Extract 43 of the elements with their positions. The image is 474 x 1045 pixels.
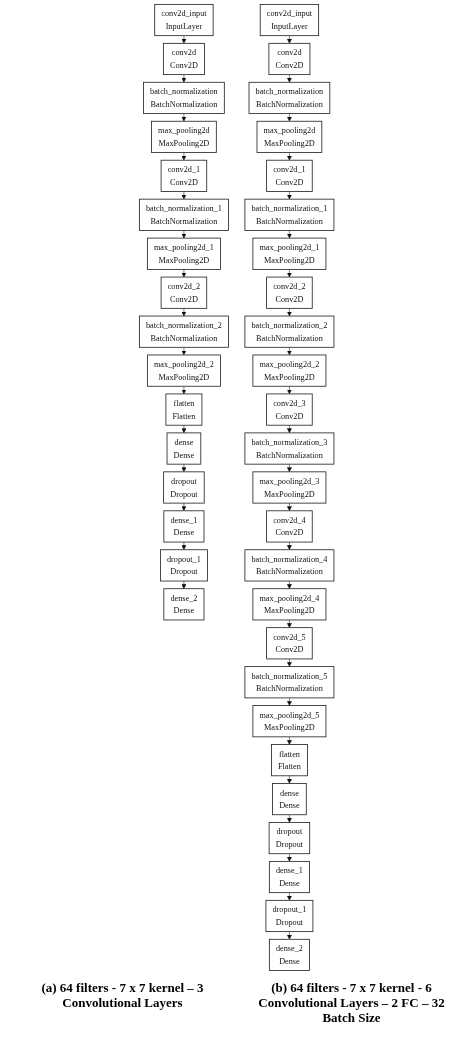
node-box: conv2d_2 Conv2D: [266, 276, 313, 309]
node-box: conv2d_3 Conv2D: [266, 393, 313, 426]
node-box: dropout Dropout: [269, 822, 311, 855]
node-box: conv2d_input InputLayer: [260, 3, 320, 37]
node-box: max_pooling2d_5 MaxPooling2D: [252, 705, 327, 738]
node-box: batch_normalization_2 BatchNormalization: [244, 315, 335, 348]
node-box: batch_normalization_5 BatchNormalization: [244, 666, 335, 699]
node-box: conv2d Conv2D: [268, 42, 311, 76]
node-box: max_pooling2d_2 MaxPooling2D: [252, 354, 327, 387]
node-box: dropout_1 Dropout: [265, 899, 314, 932]
node-box: batch_normalization_1 BatchNormalization: [139, 198, 230, 231]
node-box: conv2d_1 Conv2D: [266, 159, 313, 192]
node-box: dropout Dropout: [163, 471, 205, 504]
node-box: max_pooling2d_2 MaxPooling2D: [147, 354, 222, 387]
node-box: dense_2 Dense: [163, 588, 205, 621]
node-box: max_pooling2d_4 MaxPooling2D: [252, 588, 327, 621]
node-box: conv2d_5 Conv2D: [266, 627, 313, 660]
node-box: batch_normalization BatchNormalization: [248, 81, 331, 114]
node-box: conv2d_input InputLayer: [154, 3, 214, 37]
node-box: dropout_1 Dropout: [160, 549, 209, 582]
node-box: dense_1 Dense: [163, 510, 205, 543]
node-box: batch_normalization BatchNormalization: [143, 81, 226, 114]
node-box: max_pooling2d MaxPooling2D: [256, 120, 323, 153]
node-box: batch_normalization_4 BatchNormalization: [244, 549, 335, 582]
caption: (b) 64 filters - 7 x 7 kernel - 6 Convolutional Layers – 2 FC – 32 Batch Size: [257, 981, 446, 1026]
node-box: max_pooling2d_1 MaxPooling2D: [147, 237, 222, 270]
node-box: batch_normalization_3 BatchNormalization: [244, 432, 335, 465]
node-box: dense Dense: [166, 432, 202, 465]
node-box: max_pooling2d_3 MaxPooling2D: [252, 471, 327, 504]
node-box: flatten Flatten: [271, 744, 309, 777]
node-box: conv2d_1 Conv2D: [161, 159, 208, 192]
caption: (a) 64 filters - 7 x 7 kernel – 3 Convolutional Layers: [40, 981, 205, 1012]
node-box: dense_1 Dense: [269, 860, 311, 894]
node-box: conv2d_4 Conv2D: [266, 510, 313, 543]
node-box: dense_2 Dense: [269, 938, 311, 971]
node-box: batch_normalization_2 BatchNormalization: [139, 315, 230, 348]
node-box: conv2d_2 Conv2D: [161, 276, 208, 309]
node-box: flatten Flatten: [165, 393, 203, 426]
node-box: max_pooling2d MaxPooling2D: [151, 120, 218, 153]
node-box: conv2d Conv2D: [163, 42, 206, 76]
node-box: max_pooling2d_1 MaxPooling2D: [252, 237, 327, 270]
node-box: batch_normalization_1 BatchNormalization: [244, 198, 335, 231]
node-box: dense Dense: [272, 783, 308, 816]
